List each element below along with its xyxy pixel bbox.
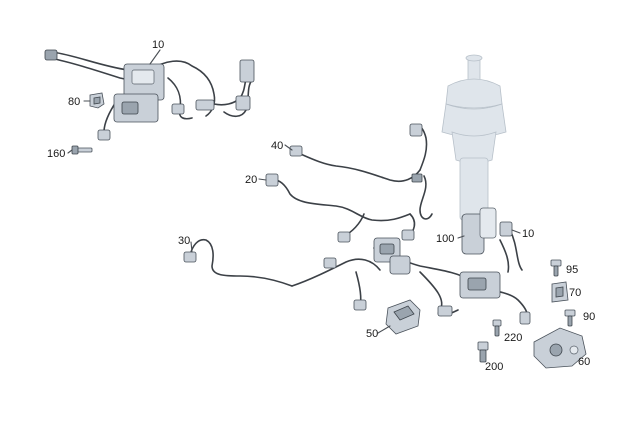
bracket-60 <box>533 327 587 369</box>
leader-lines <box>67 49 521 334</box>
label-50: 50 <box>366 328 378 340</box>
bolt-90 <box>564 309 576 327</box>
label-95: 95 <box>566 264 578 276</box>
air-suspension-strut <box>441 54 507 255</box>
part-labels: 10 80 160 40 20 100 10 30 95 70 90 50 22… <box>47 39 595 373</box>
label-200: 200 <box>485 361 503 373</box>
label-40: 40 <box>271 140 283 152</box>
upper-wiring-harness <box>44 49 255 141</box>
bolt-160 <box>71 145 93 155</box>
lower-sensor-cable <box>183 238 381 311</box>
label-220: 220 <box>504 332 522 344</box>
bracket-part <box>89 92 105 109</box>
label-10-upper: 10 <box>152 39 164 51</box>
lower-wiring-harness <box>373 221 531 325</box>
middle-wiring-harness <box>265 123 433 243</box>
label-30: 30 <box>178 235 190 247</box>
control-unit-50 <box>385 299 421 335</box>
label-90: 90 <box>583 311 595 323</box>
label-80: 80 <box>68 96 80 108</box>
label-20: 20 <box>245 174 257 186</box>
bracket-70 <box>551 281 569 303</box>
bolt-220 <box>492 319 502 337</box>
sensor-200 <box>477 341 489 363</box>
label-70: 70 <box>569 287 581 299</box>
label-100: 100 <box>436 233 454 245</box>
bolt-95 <box>550 259 562 277</box>
label-160: 160 <box>47 148 65 160</box>
label-60: 60 <box>578 356 590 368</box>
label-10-lower: 10 <box>522 228 534 240</box>
